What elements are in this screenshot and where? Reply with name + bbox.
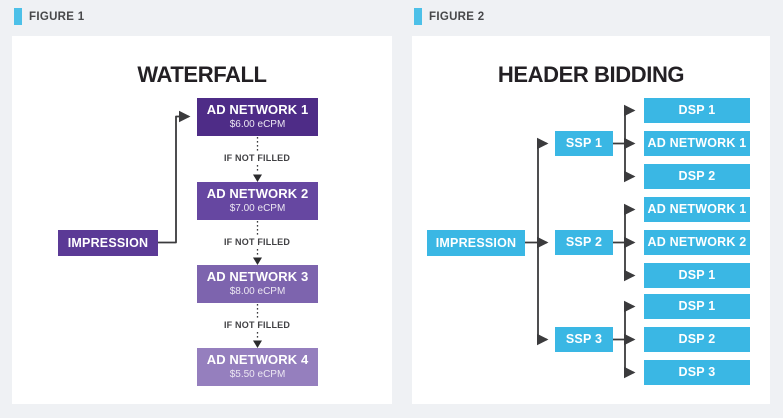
ssp-3-node: SSP 3 (555, 327, 613, 352)
figure1-tag-marker-icon (14, 8, 22, 25)
demand-node-ad-network-1: AD NETWORK 1 (644, 197, 750, 222)
ssp-label: SSP 3 (565, 332, 603, 347)
waterfall-title: WATERFALL (137, 62, 267, 87)
demand-label: DSP 2 (678, 169, 716, 184)
demand-label: DSP 2 (678, 332, 716, 347)
demand-label: AD NETWORK 1 (647, 136, 747, 151)
demand-label: DSP 3 (678, 365, 716, 380)
ssp-label: SSP 2 (565, 235, 603, 250)
demand-node-dsp-1: DSP 1 (644, 98, 750, 123)
header-bidding-panel: HEADER BIDDING IMPRESSION SSP 1 (412, 36, 770, 404)
node-label: AD NETWORK 2 (206, 186, 309, 202)
waterfall-node-ad-network-4: AD NETWORK 4 $5.50 eCPM (197, 348, 318, 386)
waterfall-if-not-filled-label: IF NOT FILLED (219, 152, 295, 164)
node-sublabel: $5.50 eCPM (229, 369, 286, 381)
waterfall-impression-label: IMPRESSION (67, 235, 149, 250)
waterfall-panel: WATERFALL IMPRESSION AD NETWORK 1 $6.00 … (12, 36, 392, 404)
waterfall-if-not-filled-label: IF NOT FILLED (219, 236, 295, 248)
node-sublabel: $6.00 eCPM (229, 119, 286, 131)
waterfall-if-not-filled-label: IF NOT FILLED (219, 319, 295, 331)
demand-label: AD NETWORK 2 (647, 235, 747, 250)
figure2-tag-label: FIGURE 2 (429, 10, 485, 23)
demand-label: DSP 1 (678, 299, 716, 314)
demand-label: AD NETWORK 1 (647, 202, 747, 217)
waterfall-impression-node: IMPRESSION (58, 230, 158, 256)
node-label: AD NETWORK 1 (206, 102, 309, 118)
ssp-label: SSP 1 (565, 136, 603, 151)
demand-node-ad-network-2: AD NETWORK 2 (644, 230, 750, 255)
ssp-1-node: SSP 1 (555, 131, 613, 156)
node-label: AD NETWORK 3 (206, 269, 309, 285)
demand-label: DSP 1 (678, 103, 716, 118)
figure1-tag: FIGURE 1 (14, 8, 84, 25)
demand-node-dsp-2: DSP 2 (644, 327, 750, 352)
header-bidding-connectors (525, 104, 636, 379)
figure1-tag-label: FIGURE 1 (29, 10, 85, 23)
header-bidding-title: HEADER BIDDING (497, 62, 685, 87)
demand-label: DSP 1 (678, 268, 716, 283)
ssp-2-node: SSP 2 (555, 230, 613, 255)
figure2-tag: FIGURE 2 (414, 8, 484, 25)
node-sublabel: $8.00 eCPM (229, 286, 286, 298)
figure2-tag-marker-icon (414, 8, 422, 25)
demand-node-dsp-1: DSP 1 (644, 294, 750, 319)
demand-node-dsp-2: DSP 2 (644, 164, 750, 189)
header-bidding-impression-node: IMPRESSION (427, 230, 525, 256)
demand-node-dsp-1: DSP 1 (644, 263, 750, 288)
node-label: AD NETWORK 4 (206, 352, 309, 368)
demand-node-dsp-3: DSP 3 (644, 360, 750, 385)
waterfall-node-ad-network-3: AD NETWORK 3 $8.00 eCPM (197, 265, 318, 303)
waterfall-node-ad-network-1: AD NETWORK 1 $6.00 eCPM (197, 98, 318, 136)
waterfall-node-ad-network-2: AD NETWORK 2 $7.00 eCPM (197, 182, 318, 220)
node-sublabel: $7.00 eCPM (229, 203, 286, 215)
demand-node-ad-network-1: AD NETWORK 1 (644, 131, 750, 156)
header-bidding-impression-label: IMPRESSION (435, 235, 517, 250)
